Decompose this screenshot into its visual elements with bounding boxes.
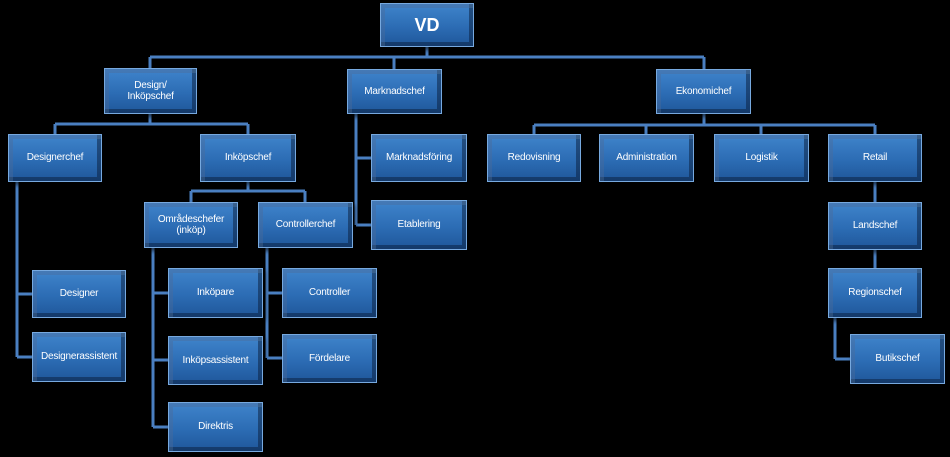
node-design-inkopschef: Design/ Inköpschef — [104, 68, 197, 114]
node-vd: VD — [380, 3, 474, 47]
node-regionschef: Regionschef — [828, 268, 922, 318]
node-redovisning: Redovisning — [487, 134, 581, 182]
node-designer-label: Designer — [59, 288, 99, 300]
node-landschef: Landschef — [828, 202, 922, 250]
node-inkopschef-label: Inköpschef — [224, 152, 272, 164]
node-designer: Designer — [32, 270, 126, 318]
node-inkopsassistent-label: Inköpsassistent — [182, 354, 249, 366]
node-retail-label: Retail — [862, 152, 888, 164]
node-inkopare: Inköpare — [168, 268, 263, 318]
node-omradeschefer-label: Områdeschefer (inköp) — [157, 213, 225, 237]
node-etablering-label: Etablering — [397, 219, 441, 231]
node-controllerchef-label: Controllerchef — [275, 219, 336, 231]
node-controller-label: Controller — [308, 287, 351, 299]
node-butikschef-label: Butikschef — [875, 353, 920, 365]
node-direktris: Direktris — [168, 402, 263, 452]
node-butikschef: Butikschef — [850, 334, 945, 384]
node-etablering: Etablering — [371, 200, 467, 250]
node-fordelare: Fördelare — [282, 334, 377, 383]
node-designerassistent-label: Designerassistent — [40, 351, 118, 363]
node-fordelare-label: Fördelare — [309, 352, 350, 364]
node-landschef-label: Landschef — [852, 220, 898, 232]
node-designerchef-label: Designerchef — [26, 152, 84, 164]
node-controllerchef: Controllerchef — [258, 202, 353, 248]
node-omradeschefer: Områdeschefer (inköp) — [144, 202, 238, 248]
node-ekonomichef-label: Ekonomichef — [675, 85, 732, 97]
node-designerchef: Designerchef — [8, 134, 102, 182]
node-marknadsforing: Marknadsföring — [371, 134, 467, 182]
node-designerassistent: Designerassistent — [32, 332, 126, 382]
node-inkopschef: Inköpschef — [200, 134, 296, 182]
node-redovisning-label: Redovisning — [507, 152, 561, 164]
node-marknadschef-label: Marknadschef — [364, 85, 425, 97]
node-administration-label: Administration — [616, 152, 677, 164]
node-administration: Administration — [599, 134, 694, 182]
node-retail: Retail — [828, 134, 922, 182]
node-ekonomichef: Ekonomichef — [656, 69, 751, 114]
node-design-inkopschef-label: Design/ Inköpschef — [127, 79, 174, 103]
node-logistik-label: Logistik — [745, 152, 778, 164]
node-controller: Controller — [282, 268, 377, 318]
node-inkopsassistent: Inköpsassistent — [168, 336, 263, 385]
node-logistik: Logistik — [714, 134, 809, 182]
node-regionschef-label: Regionschef — [848, 287, 902, 299]
node-vd-label: VD — [414, 14, 440, 35]
node-direktris-label: Direktris — [198, 421, 233, 433]
node-marknadsforing-label: Marknadsföring — [385, 152, 453, 164]
node-inkopare-label: Inköpare — [196, 287, 235, 299]
node-marknadschef: Marknadschef — [347, 69, 442, 114]
